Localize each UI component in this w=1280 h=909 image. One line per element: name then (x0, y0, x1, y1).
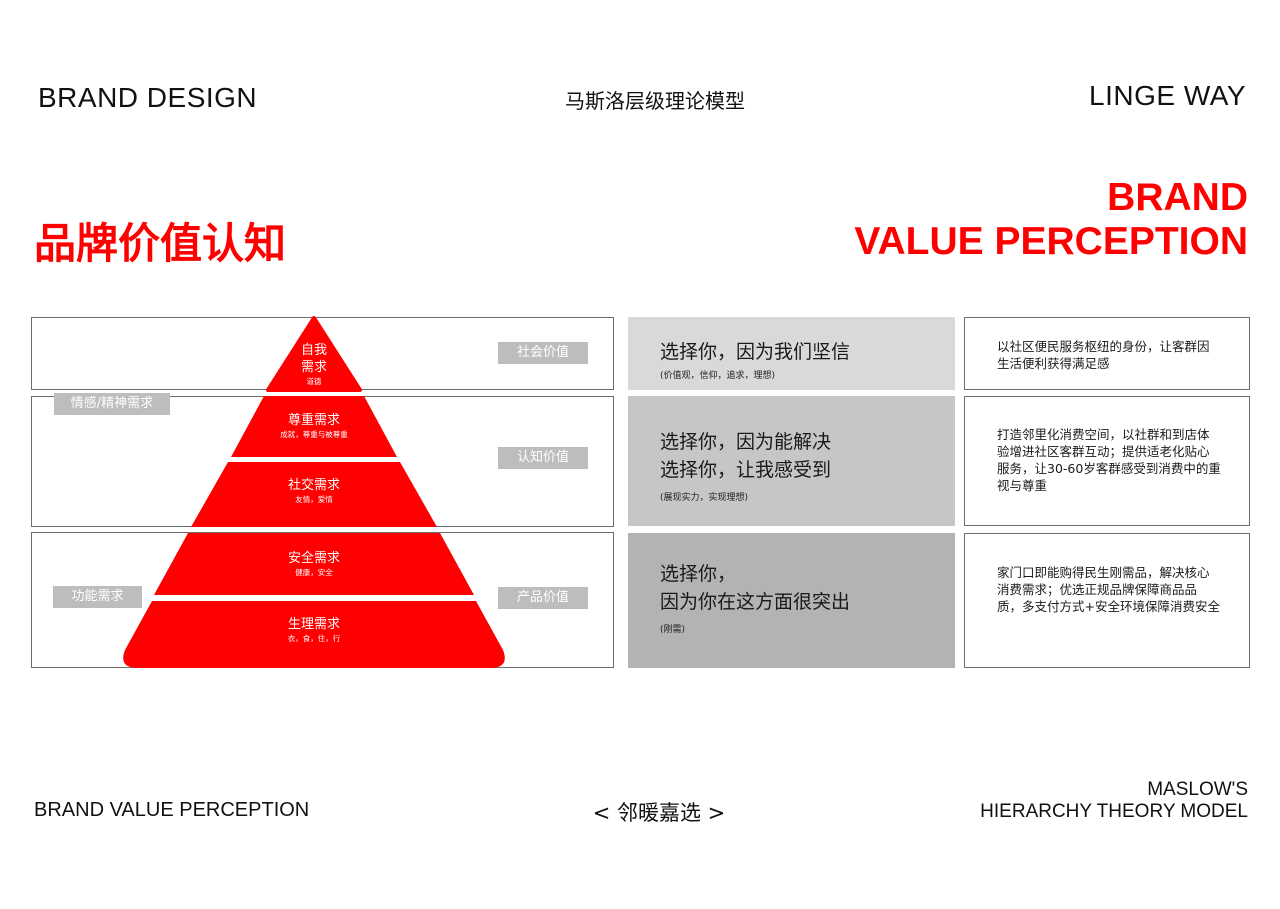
tier-self-label: 自我 需求 道德 (264, 342, 364, 388)
panel-belief-line1: 选择你，因为我们坚信 (660, 341, 851, 363)
page-title-cn: 品牌价值认知 (34, 219, 287, 268)
panel-solve: 选择你，因为能解决 选择你，让我感受到 (展现实力，实现理想) (628, 396, 955, 526)
header-linge-way: LINGE WAY (1089, 80, 1246, 111)
tag-cognitive-value: 认知价值 (498, 447, 588, 469)
panel-standout-line2: 因为你在这方面很突出 (660, 591, 851, 613)
footer-maslow-line1: MASLOW'S (1147, 779, 1248, 800)
desc-text-1: 以社区便民服务枢纽的身份，让客群因生活便利获得满足感 (997, 339, 1210, 371)
tier-physiological-sub: 衣，食，住，行 (287, 634, 341, 643)
pyramid-tier-esteem (231, 396, 397, 457)
pyramid-tier-physiological (123, 601, 505, 668)
footer-maslow: MASLOW'S HIERARCHY THEORY MODEL (980, 779, 1248, 823)
desc-text-2: 打造邻里化消费空间，以社群和到店体验增进社区客群互动；提供适老化贴心服务，让30… (997, 427, 1221, 493)
tier-safety-title: 安全需求 (287, 551, 340, 566)
pyramid-tier-safety (154, 533, 474, 595)
footer-maslow-line2: HIERARCHY THEORY MODEL (980, 801, 1248, 822)
page-title-en: BRAND VALUE PERCEPTION (854, 176, 1248, 264)
tier-social-sub: 友情，爱情 (295, 495, 333, 504)
tier-self-title-1: 自我 (300, 343, 327, 358)
tier-esteem-title: 尊重需求 (287, 413, 340, 428)
panel-solve-line2: 选择你，让我感受到 (660, 459, 832, 481)
panel-standout-sub: (刚需) (660, 625, 686, 635)
tag-emotional-needs: 情感/精神需求 (54, 393, 170, 415)
tier-esteem-sub: 成就，尊重与被尊重 (280, 430, 348, 439)
desc-box-1: 以社区便民服务枢纽的身份，让客群因生活便利获得满足感 (964, 317, 1250, 390)
panel-standout-line1: 选择你， (660, 563, 737, 585)
footer-brand-name: < 邻暖嘉选 > (592, 801, 726, 825)
tag-social-value: 社会价值 (498, 342, 588, 364)
tier-self-sub: 道德 (306, 377, 322, 386)
panel-belief-sub: (价值观，信仰，追求，理想) (660, 371, 776, 381)
desc-box-3: 家门口即能购得民生刚需品，解决核心消费需求；优选正规品牌保障商品品质，多支付方式… (964, 533, 1250, 668)
panel-solve-sub: (展现实力，实现理想) (660, 493, 749, 503)
panel-belief: 选择你，因为我们坚信 (价值观，信仰，追求，理想) (628, 317, 955, 390)
page-title-en-line2: VALUE PERCEPTION (854, 220, 1248, 263)
desc-box-2: 打造邻里化消费空间，以社群和到店体验增进社区客群互动；提供适老化贴心服务，让30… (964, 396, 1250, 526)
tier-physiological-label: 生理需求 衣，食，住，行 (214, 616, 414, 645)
desc-text-3: 家门口即能购得民生刚需品，解决核心消费需求；优选正规品牌保障商品品质，多支付方式… (997, 565, 1220, 614)
header-center-title: 马斯洛层级理论模型 (565, 89, 745, 113)
footer-brand-value: BRAND VALUE PERCEPTION (34, 799, 310, 821)
tier-safety-label: 安全需求 健康，安全 (214, 550, 414, 579)
tier-safety-sub: 健康，安全 (295, 568, 333, 577)
panel-solve-line1: 选择你，因为能解决 (660, 431, 832, 453)
pyramid-tier-social (191, 462, 437, 527)
tag-functional-needs: 功能需求 (53, 586, 142, 608)
page-title-en-line1: BRAND (1107, 176, 1248, 219)
tag-product-value: 产品价值 (498, 587, 588, 609)
tier-social-title: 社交需求 (287, 478, 340, 493)
tier-physiological-title: 生理需求 (287, 617, 340, 632)
tier-self-title-2: 需求 (300, 360, 327, 375)
tier-social-label: 社交需求 友情，爱情 (214, 477, 414, 506)
tier-esteem-label: 尊重需求 成就，尊重与被尊重 (214, 412, 414, 441)
pyramid-tier-self (266, 316, 362, 392)
panel-standout: 选择你， 因为你在这方面很突出 (刚需) (628, 533, 955, 668)
header-brand-design: BRAND DESIGN (38, 82, 258, 113)
